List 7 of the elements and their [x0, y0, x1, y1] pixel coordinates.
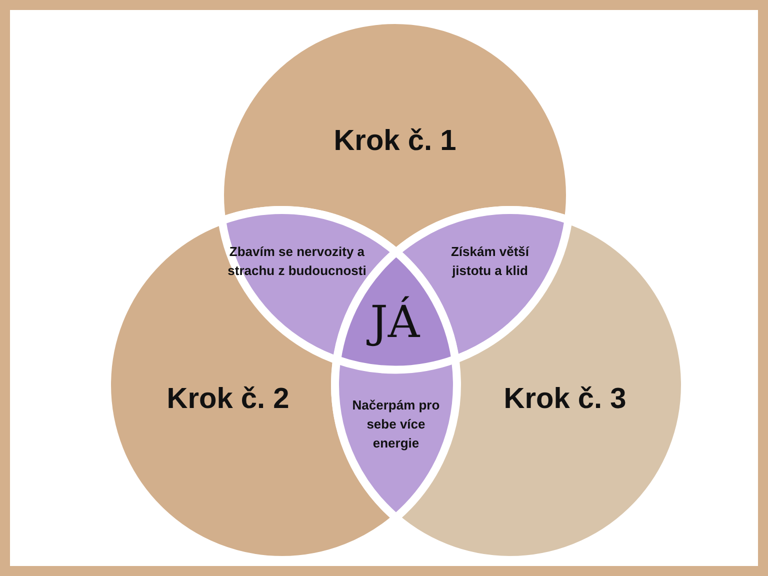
overlap-label: Získám větší jistotu a klid [450, 243, 530, 280]
circle-label: Krok č. 3 [502, 384, 628, 416]
circle-label: Krok č. 1 [332, 126, 458, 158]
overlap-label: Zbavím se nervozity a strachu z budoucnosti [226, 243, 367, 280]
center-label: JÁ [344, 298, 445, 348]
circle-label: Krok č. 2 [166, 384, 290, 416]
overlap-label: Načerpám pro sebe více energie [351, 396, 441, 452]
